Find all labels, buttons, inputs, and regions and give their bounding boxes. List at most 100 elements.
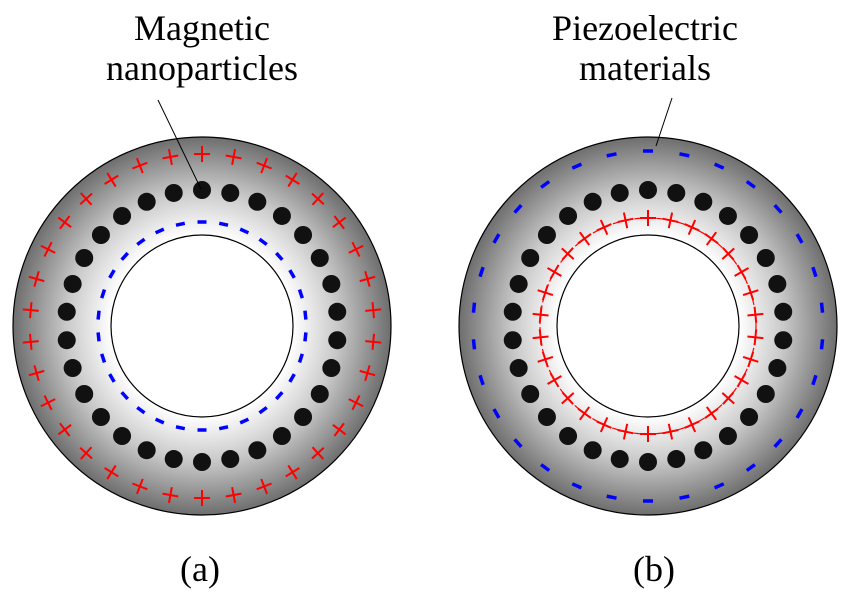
nanoparticle (667, 183, 686, 202)
nanoparticle (294, 225, 313, 244)
nanoparticle (310, 249, 329, 267)
nanoparticle (503, 302, 522, 321)
nanoparticle (694, 192, 713, 211)
outer-plus-mark (40, 241, 56, 257)
inner-plus-mark (561, 391, 575, 405)
nanoparticle (63, 359, 82, 378)
outer-plus-mark (359, 365, 376, 382)
outer-minus-mark (745, 463, 756, 472)
outer-minus-mark (513, 204, 523, 214)
nanoparticle (91, 225, 110, 244)
inner-plus-mark (617, 423, 634, 440)
inner-plus-mark (662, 212, 679, 229)
nanoparticle (610, 183, 629, 202)
nanoparticle (509, 359, 528, 378)
caption-a: (a) (180, 549, 220, 589)
outer-minus-mark (513, 438, 523, 448)
nanoparticle (57, 331, 76, 350)
outer-plus-mark (256, 157, 272, 174)
inner-plus-mark (742, 351, 759, 368)
outer-minus-mark (795, 233, 804, 244)
outer-plus-mark (332, 215, 347, 230)
nanoparticle (583, 192, 602, 211)
nanoparticle (768, 359, 787, 378)
inner-minus-mark (274, 251, 284, 261)
nanoparticle (639, 453, 657, 471)
nanoparticle (137, 441, 156, 460)
nanoparticle (559, 206, 578, 225)
leader-line-b (655, 97, 673, 147)
nanoparticle (559, 427, 578, 446)
outer-minus-mark (811, 374, 818, 386)
inner-plus-mark (640, 426, 656, 442)
outer-plus-mark (365, 333, 382, 350)
inner-minus-mark (120, 251, 130, 261)
outer-plus-mark (311, 446, 325, 460)
nanoparticle (537, 408, 556, 427)
nanoparticle (639, 181, 657, 199)
outer-minus-mark (819, 339, 825, 350)
outer-plus-mark (57, 422, 72, 437)
nanoparticle (509, 274, 528, 293)
nanoparticle (756, 249, 775, 267)
inner-minus-mark (288, 373, 296, 383)
nanoparticle (310, 385, 329, 403)
nanoparticle (322, 274, 341, 293)
inner-minus-mark (100, 353, 107, 363)
inner-plus-mark (596, 219, 612, 236)
outer-minus-mark (679, 494, 690, 500)
label-magnetic-line2: nanoparticles (106, 48, 298, 88)
nanoparticle (756, 385, 775, 403)
label-magnetic-line1: Magnetic (134, 8, 270, 48)
nanoparticle (75, 249, 94, 267)
inner-plus-mark (561, 247, 575, 261)
inner-minus-mark (175, 425, 186, 431)
outer-minus-mark (492, 408, 501, 419)
inner-minus-mark (96, 310, 101, 320)
outer-minus-mark (471, 302, 477, 313)
outer-plus-mark (194, 146, 210, 162)
inner-plus-mark (704, 231, 719, 246)
inner-minus-mark (154, 227, 165, 235)
nanoparticle (248, 192, 267, 211)
inner-plus-mark (747, 306, 764, 323)
nanoparticle (193, 453, 211, 471)
outer-plus-mark (225, 148, 242, 165)
inner-minus-mark (136, 406, 146, 415)
nanoparticle (537, 225, 556, 244)
outer-plus-mark (332, 422, 347, 437)
nanoparticle (164, 450, 183, 469)
outer-plus-mark (79, 192, 93, 206)
outer-minus-mark (478, 266, 485, 278)
outer-minus-mark (606, 494, 617, 500)
nanoparticle (667, 450, 686, 469)
inner-minus-mark (288, 269, 296, 279)
outer-plus-mark (359, 270, 376, 287)
inner-plus-mark (532, 306, 549, 323)
outer-minus-mark (471, 339, 477, 350)
inner-minus-mark (136, 237, 146, 246)
nanoparticle (294, 408, 313, 427)
outer-minus-mark (478, 374, 485, 386)
outer-plus-mark (225, 487, 242, 504)
outer-plus-mark (256, 478, 272, 495)
outer-plus-mark (22, 302, 39, 319)
label-piezo-line1: Piezoelectric (552, 8, 738, 48)
nanoparticle (740, 225, 759, 244)
outer-plus-mark (311, 192, 325, 206)
inner-plus-mark (734, 264, 749, 280)
inner-minus-mark (239, 227, 250, 235)
inner-plus-mark (547, 372, 562, 388)
nanoparticle (113, 206, 132, 225)
inner-minus-mark (175, 221, 186, 227)
nanoparticle (248, 441, 267, 460)
outer-minus-mark (773, 204, 783, 214)
outer-plus-mark (162, 487, 179, 504)
inner-plus-mark (577, 406, 592, 421)
outer-minus-mark (713, 482, 725, 490)
nanoparticle (193, 181, 211, 199)
panel-b (458, 136, 838, 516)
inner-minus-mark (297, 289, 304, 299)
outer-minus-mark (540, 463, 551, 472)
outer-plus-mark (132, 157, 148, 174)
